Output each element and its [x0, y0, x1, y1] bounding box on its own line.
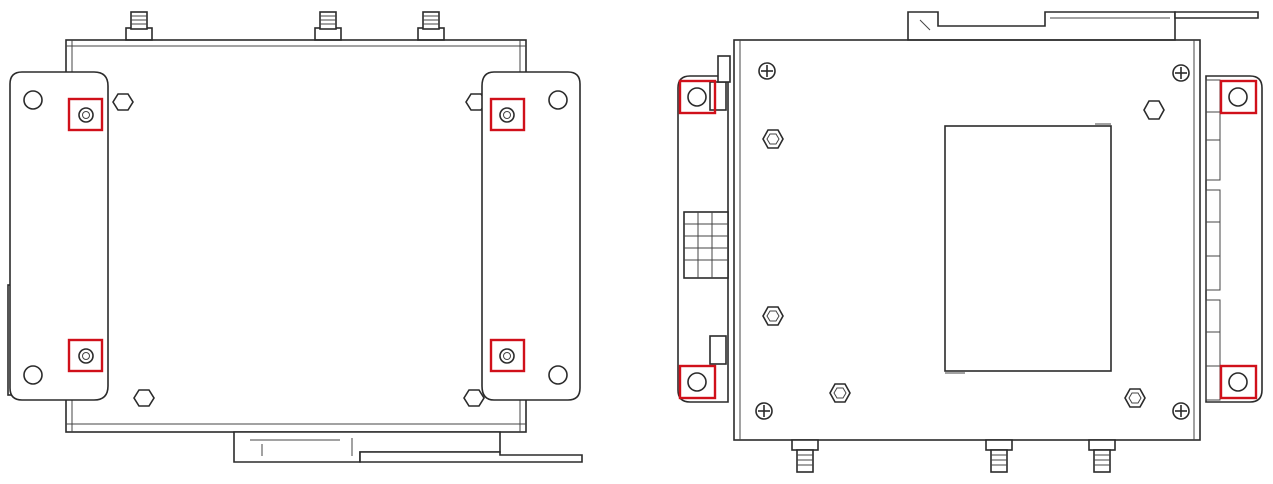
left-hex-nut-1 — [112, 93, 134, 111]
left-hex-nut-3 — [133, 389, 155, 407]
left-top-antenna-2 — [314, 11, 342, 41]
left-screw-top-right — [499, 107, 515, 123]
left-highlight-bottom-left — [67, 338, 104, 373]
right-corner-screw-2 — [1172, 64, 1190, 82]
left-chassis — [65, 39, 527, 433]
right-bottom-antenna-3 — [1088, 439, 1116, 473]
right-hex-standoff-2 — [762, 306, 784, 326]
left-highlight-top-left — [67, 97, 104, 132]
left-top-antenna-1 — [125, 11, 153, 41]
right-corner-screw-3 — [755, 402, 773, 420]
left-hex-nut-4 — [463, 389, 485, 407]
right-chassis — [733, 39, 1201, 441]
right-hex-standoff-4 — [1124, 388, 1146, 408]
right-side-terminal-block — [683, 211, 729, 279]
right-hex-standoff-1 — [762, 129, 784, 149]
right-side-connectors — [1205, 79, 1221, 401]
right-highlight-bottom-left — [678, 364, 717, 400]
left-highlight-top-right — [489, 97, 526, 132]
left-view — [7, 11, 583, 463]
left-screw-top-left — [78, 107, 94, 123]
right-hole-bottom-right — [1228, 372, 1248, 392]
right-din-rail-clip — [907, 11, 1259, 41]
left-screw-bottom-right — [499, 348, 515, 364]
left-bracket-left — [9, 71, 109, 401]
right-hex-standoff-3 — [829, 383, 851, 403]
left-screw-bottom-left — [78, 348, 94, 364]
right-corner-screw-4 — [1172, 402, 1190, 420]
right-hex-standoff-5 — [1143, 100, 1165, 120]
right-hole-bottom-left — [687, 372, 707, 392]
right-hole-top-left — [687, 87, 707, 107]
right-view — [677, 11, 1263, 473]
left-bracket-right — [481, 71, 581, 401]
right-highlight-top-left — [678, 79, 717, 115]
left-top-antenna-3 — [417, 11, 445, 41]
left-din-rail-clip — [233, 431, 583, 463]
left-highlight-bottom-right — [489, 338, 526, 373]
right-highlight-top-right — [1219, 79, 1258, 115]
right-bracket-right — [1205, 75, 1263, 403]
right-highlight-bottom-right — [1219, 364, 1258, 400]
right-label-plate — [944, 125, 1112, 372]
right-bottom-antenna-1 — [791, 439, 819, 473]
right-corner-screw-1 — [758, 62, 776, 80]
right-hole-top-right — [1228, 87, 1248, 107]
right-bottom-antenna-2 — [985, 439, 1013, 473]
